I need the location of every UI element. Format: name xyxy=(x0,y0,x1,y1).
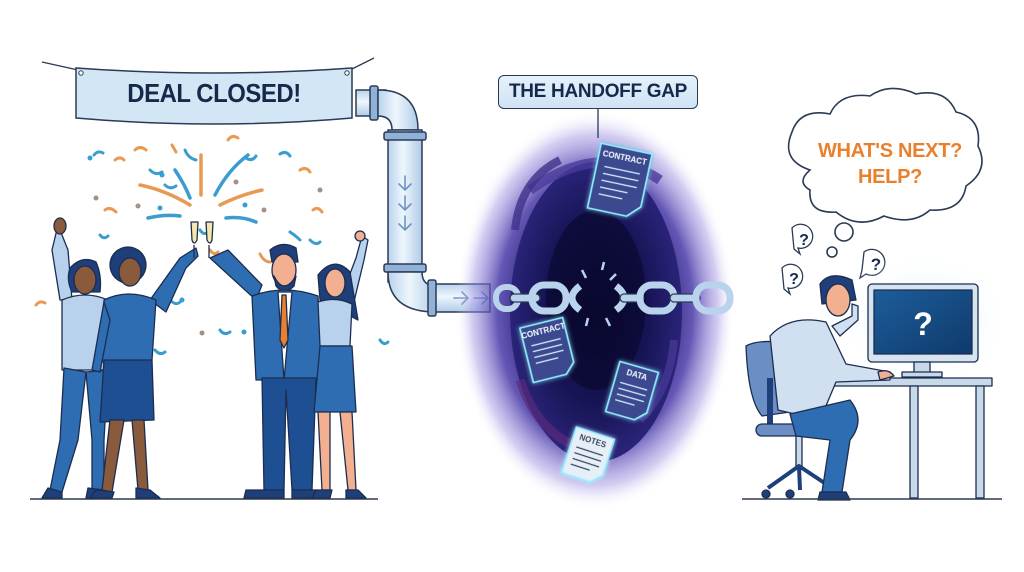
confused-worker-desk: ? xyxy=(742,250,1015,501)
confused-person xyxy=(769,275,895,501)
person-2 xyxy=(89,246,199,499)
thought-line-2: HELP? xyxy=(857,166,923,188)
thought-cloud xyxy=(787,87,983,258)
document-data: DATA xyxy=(604,360,660,421)
handoff-gap-label: THE HANDOFF GAP xyxy=(498,75,698,109)
person-4 xyxy=(311,230,369,499)
champagne-glasses xyxy=(190,221,214,258)
monitor: ? xyxy=(867,283,979,378)
deal-closed-banner xyxy=(41,57,375,125)
question-bubble-2: ? xyxy=(781,263,804,296)
flow-arrows xyxy=(398,175,490,305)
document-contract-1: CONTRACT xyxy=(586,142,654,218)
broken-chain xyxy=(493,261,734,327)
confetti xyxy=(34,134,390,356)
banner-title: DEAL CLOSED! xyxy=(127,78,301,108)
document-contract-2: CONTRACT xyxy=(518,316,575,384)
question-bubble-1: ? xyxy=(791,223,814,256)
person-3 xyxy=(209,243,335,499)
confetti-dots xyxy=(87,155,323,336)
svg-text:?: ? xyxy=(789,271,799,288)
thought-text: WHAT'S NEXT? HELP? xyxy=(800,138,980,190)
svg-text:?: ? xyxy=(799,232,809,249)
thought-line-1: WHAT'S NEXT? xyxy=(817,140,963,162)
celebrating-team xyxy=(30,217,378,500)
monitor-question-mark: ? xyxy=(913,306,933,342)
document-notes: NOTES xyxy=(560,425,616,483)
break-sparks xyxy=(580,261,617,327)
